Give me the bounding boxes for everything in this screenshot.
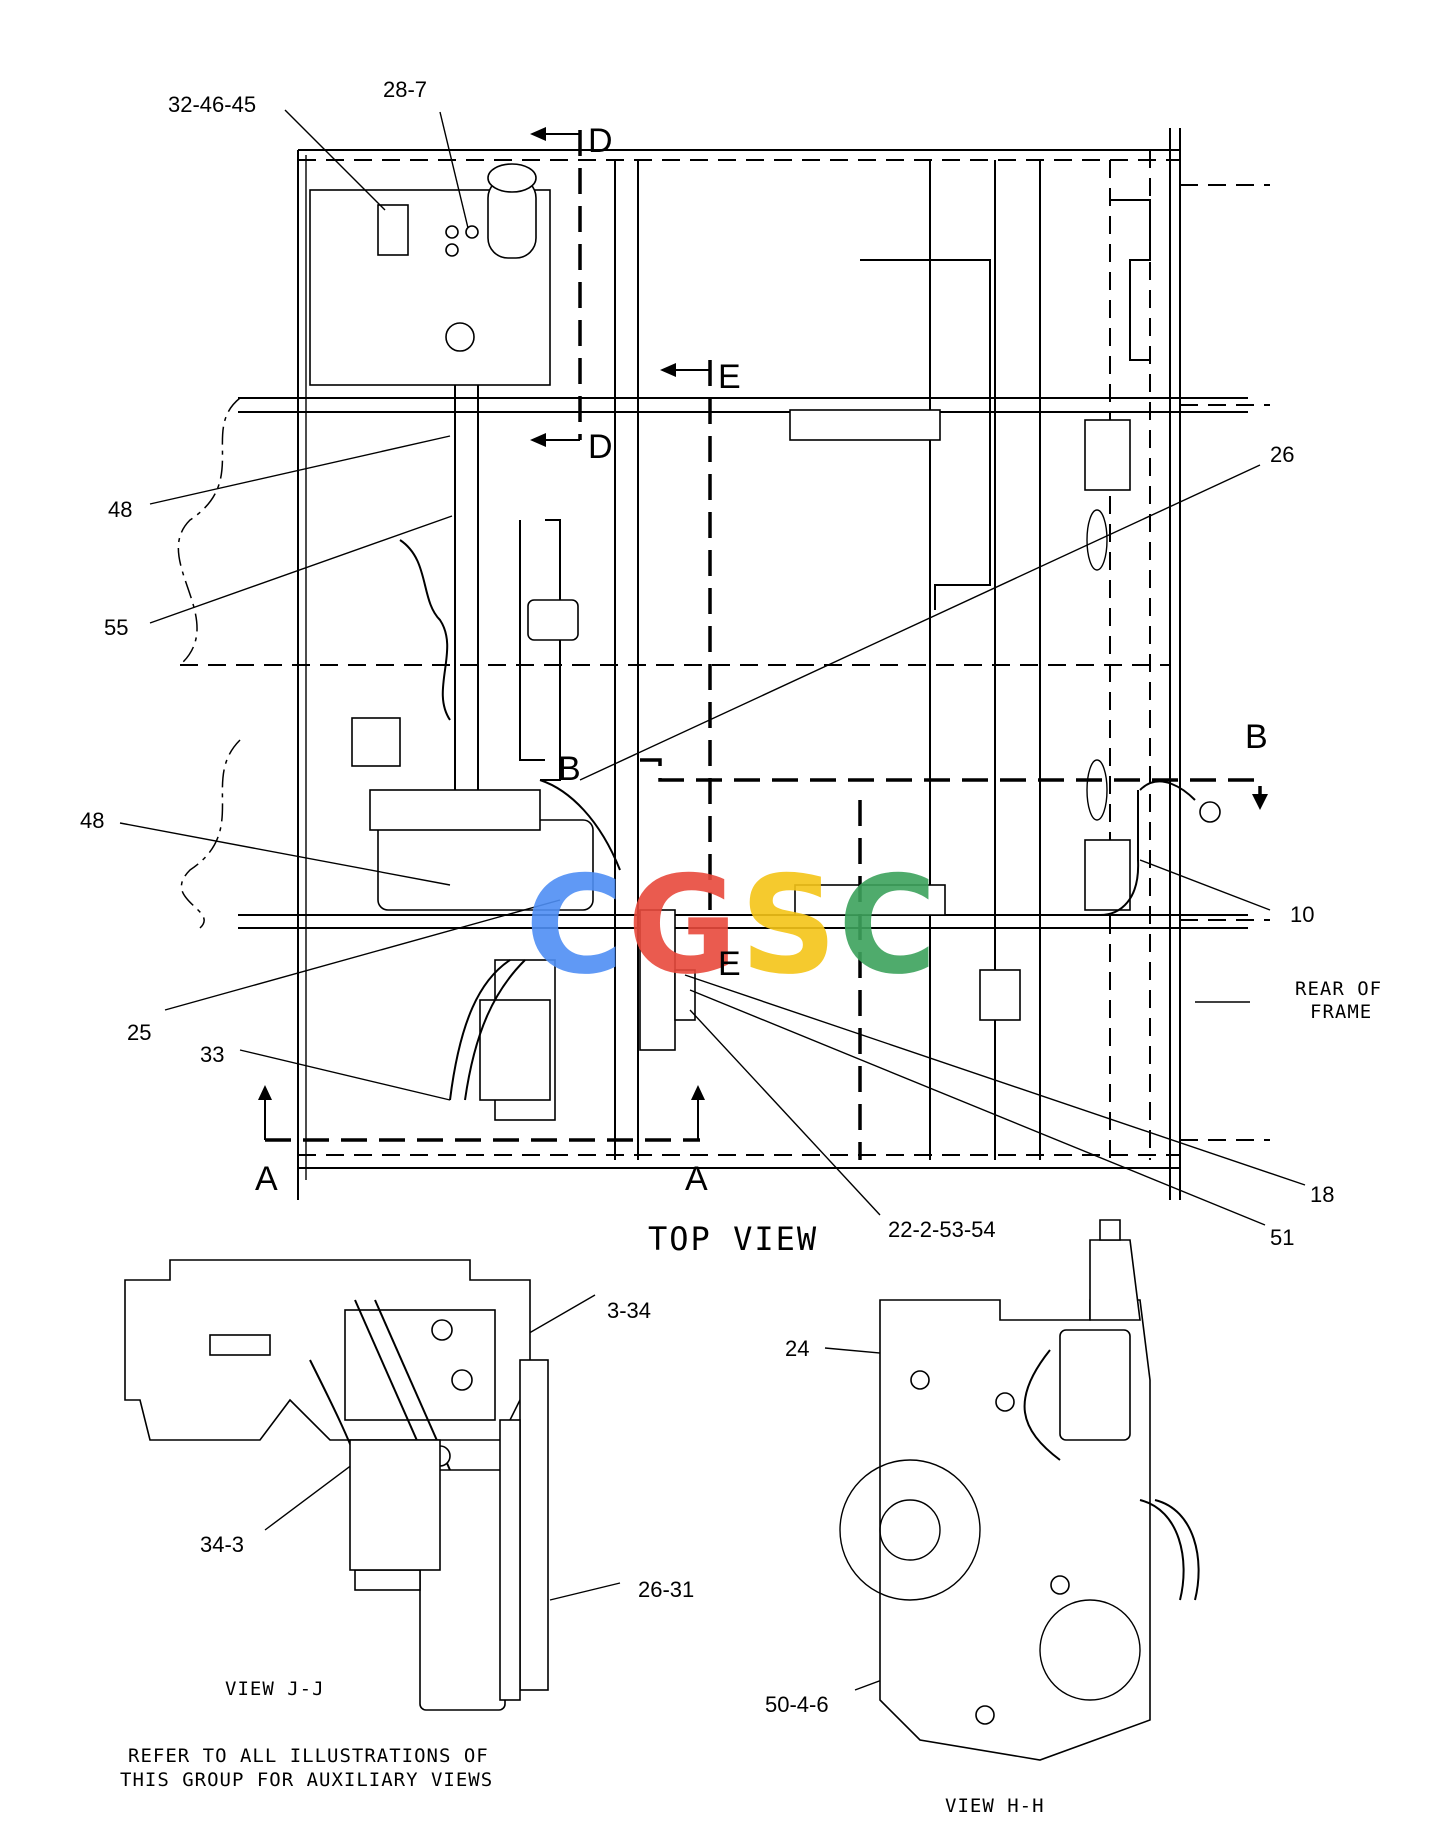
callout-18: 18 <box>1310 1182 1334 1207</box>
refer-note-line2: THIS GROUP FOR AUXILIARY VIEWS <box>120 1769 493 1791</box>
callout-26: 26 <box>1270 442 1294 467</box>
watermark-letter-s: S <box>740 847 837 1004</box>
section-lines <box>258 127 1268 1160</box>
view-hh-illustration <box>839 1219 1200 1761</box>
callout-26-31: 26-31 <box>638 1577 694 1602</box>
callout-48-upper: 48 <box>108 497 132 522</box>
watermark-letter-c2: C <box>838 847 937 1004</box>
view-jj-title: VIEW J-J <box>225 1678 325 1700</box>
callout-3-34: 3-34 <box>607 1298 651 1323</box>
callout-55: 55 <box>104 615 128 640</box>
section-b-right-label: B <box>1245 718 1268 756</box>
callout-32-46-45: 32-46-45 <box>168 92 256 117</box>
callout-51: 51 <box>1270 1225 1294 1250</box>
refer-note-line1: REFER TO ALL ILLUSTRATIONS OF <box>128 1745 489 1767</box>
section-e-top-label: E <box>718 358 741 396</box>
callout-24: 24 <box>785 1336 809 1361</box>
callout-28-7: 28-7 <box>383 77 427 102</box>
section-e-bottom-label: E <box>718 945 741 983</box>
rear-of-frame-line1: REAR OF <box>1295 978 1382 1000</box>
top-view-title: TOP VIEW <box>648 1220 818 1258</box>
section-a-right-label: A <box>685 1160 708 1198</box>
section-d-top-label: D <box>588 122 613 160</box>
callout-22-2-53-54: 22-2-53-54 <box>888 1217 996 1242</box>
callout-50-4-6: 50-4-6 <box>765 1692 829 1717</box>
callout-48-lower: 48 <box>80 808 104 833</box>
watermark-letter-c1: C <box>525 847 624 1004</box>
callout-25: 25 <box>127 1020 151 1045</box>
view-hh-title: VIEW H-H <box>945 1795 1045 1817</box>
section-d-bottom-label: D <box>588 428 613 466</box>
cgsc-watermark: C G S C <box>525 847 937 1004</box>
callout-34-3: 34-3 <box>200 1532 244 1557</box>
top-view-frame <box>177 128 1270 1200</box>
watermark-letter-g: G <box>627 847 738 1004</box>
view-jj-illustration <box>124 1259 549 1711</box>
section-b-left-label: B <box>558 750 581 788</box>
callout-10: 10 <box>1290 902 1314 927</box>
section-a-left-label: A <box>255 1160 278 1198</box>
rear-of-frame-line2: FRAME <box>1310 1001 1372 1023</box>
callout-33: 33 <box>200 1042 224 1067</box>
